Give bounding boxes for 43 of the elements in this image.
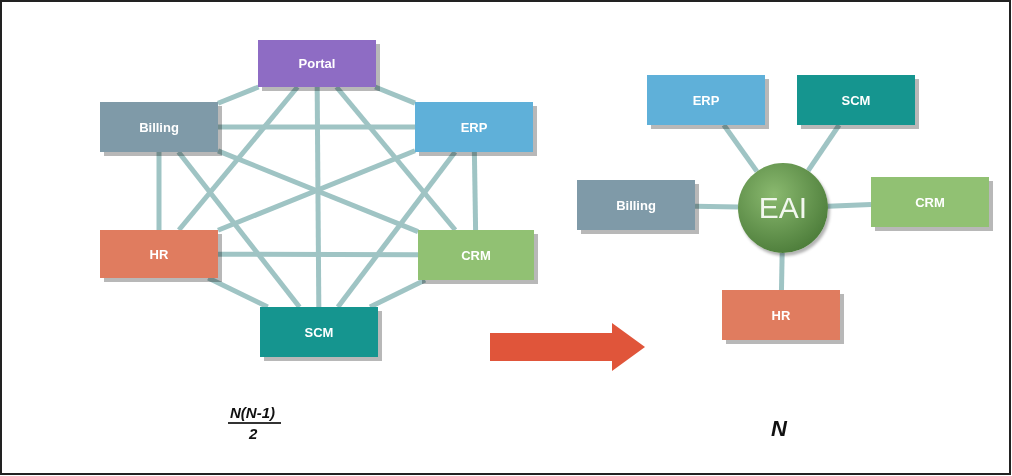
connector-line — [314, 87, 322, 307]
connector-line — [471, 151, 479, 231]
connector-line — [156, 152, 162, 230]
node-label: ERP — [460, 119, 488, 135]
connector-line — [827, 201, 872, 209]
node-label: CRM — [461, 247, 491, 263]
system-box — [871, 177, 989, 227]
node-label: HR — [771, 307, 791, 323]
formula-text: 2 — [249, 425, 258, 442]
connector-line — [177, 85, 300, 232]
node-label: ERP — [692, 92, 720, 108]
system-box — [415, 102, 533, 152]
system-box — [258, 40, 376, 87]
connector-line — [335, 150, 458, 309]
connector-line — [806, 123, 842, 173]
node-label: Billing — [139, 119, 179, 135]
connector-line — [694, 203, 739, 210]
connector-line — [334, 85, 458, 232]
node-label: Portal — [298, 56, 336, 71]
system-box — [647, 75, 765, 125]
system-box — [260, 307, 378, 357]
node-label: SCM — [841, 92, 871, 108]
node-label: EAI — [758, 191, 808, 225]
system-box — [100, 102, 218, 152]
node-label: Billing — [616, 197, 656, 213]
connector-line — [721, 123, 759, 173]
connector-line — [778, 252, 785, 291]
formula-text: N — [771, 416, 787, 442]
formula-text: N(N-1) — [230, 404, 275, 421]
hub-circle — [738, 163, 828, 253]
connector-line — [374, 84, 416, 106]
node-label: CRM — [915, 194, 945, 210]
connector-line — [218, 124, 415, 130]
connector-line — [218, 251, 418, 258]
node-label: HR — [149, 246, 169, 262]
system-box — [100, 230, 218, 278]
node-label: SCM — [304, 324, 334, 340]
connector-line — [217, 84, 260, 106]
connector-line — [176, 150, 302, 309]
system-box — [418, 230, 534, 280]
system-box — [577, 180, 695, 230]
system-box — [797, 75, 915, 125]
system-box — [722, 290, 840, 340]
